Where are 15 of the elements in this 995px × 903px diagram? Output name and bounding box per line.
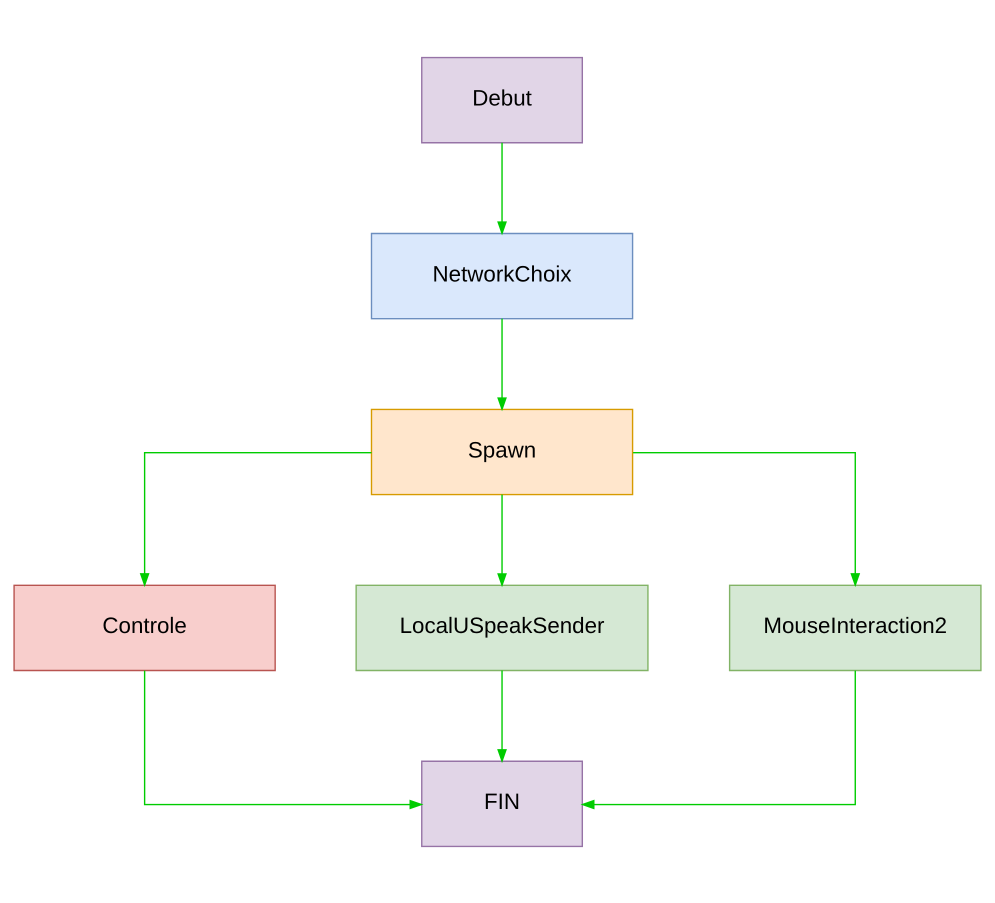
node-box: Spawn — [370, 408, 634, 495]
node-box: FIN — [421, 760, 584, 847]
arrow — [580, 670, 856, 809]
node-box: Controle — [13, 584, 276, 671]
node-box: Debut — [421, 56, 584, 143]
node-box: MouseInteraction2 — [728, 584, 982, 671]
node-box: LocalUSpeakSender — [355, 584, 649, 671]
arrow — [497, 494, 507, 587]
arrow — [144, 670, 424, 809]
arrow — [497, 318, 507, 411]
arrow — [497, 670, 507, 763]
node-box: NetworkChoix — [370, 232, 634, 319]
arrow — [633, 452, 860, 587]
arrow — [497, 142, 507, 235]
arrow — [140, 452, 372, 587]
